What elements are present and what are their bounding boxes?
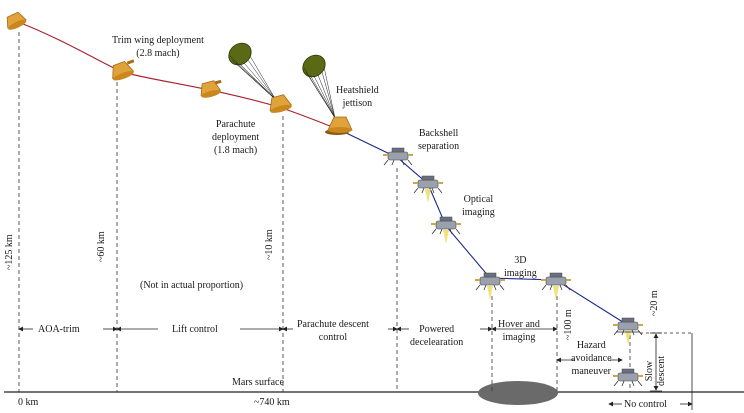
altitude-60km: ~60 km (96, 231, 107, 262)
phase-powered-deceleration: Powered decelearation (410, 324, 464, 348)
entry-trajectory (17, 21, 341, 131)
altitude-100m: ~100 m (563, 309, 574, 340)
phase-hover-imaging: Hover and imaging (498, 319, 540, 343)
phase-lift-control: Lift control (172, 324, 218, 335)
proportion-note: (Not in actual proportion) (140, 280, 244, 291)
stage-optical: Optical imaging (462, 194, 495, 218)
stage-trim-wing: Trim wing deployment (2.8 mach) (112, 35, 204, 59)
lander-icon-hover (475, 272, 505, 300)
phase-no-control: No control (624, 399, 668, 410)
altitude-125km: ~125 km (4, 234, 15, 270)
distance-end: ~740 km (254, 397, 290, 408)
heatshield-parachute-icon (302, 54, 336, 119)
lander-icon-powered-1 (413, 175, 443, 203)
parachute-capsule-icon (269, 94, 293, 113)
lander-icon-imaging-3d (541, 272, 571, 300)
trim-wing-capsule-icon (112, 59, 135, 81)
landing-site (478, 381, 558, 405)
phase-parachute-descent: Parachute descent control (297, 319, 369, 343)
cruise-capsule-icon (200, 79, 222, 98)
phase-aoa-trim: AOA-trim (38, 324, 80, 335)
altitude-20m: ~20 m (649, 290, 660, 316)
stage-heatshield: Heatshield jettison (336, 85, 379, 109)
descent-trajectory (339, 129, 627, 325)
stage-backshell: Backshell separation (418, 128, 460, 152)
altitude-10km: ~10 km (264, 229, 275, 260)
phase-slow-descent: Slow descent (644, 356, 667, 386)
stage-parachute: Parachute deployment (1.8 mach) (212, 119, 260, 156)
mars-surface-label: Mars surface (232, 377, 284, 388)
entry-capsule-icon (6, 11, 27, 30)
heatshield-capsule-icon (325, 116, 353, 135)
phase-hazard-avoidance: Hazard avoidance maneuver (571, 340, 612, 377)
stage-3d-imaging: 3D imaging (504, 255, 537, 279)
parachute-icon (228, 42, 277, 101)
distance-start: 0 km (18, 397, 39, 408)
lander-icon-backshell (383, 147, 413, 166)
lander-icon-touchdown (613, 368, 643, 387)
lander-icon-hazard (613, 317, 643, 345)
lander-icon-powered-2 (431, 216, 461, 244)
